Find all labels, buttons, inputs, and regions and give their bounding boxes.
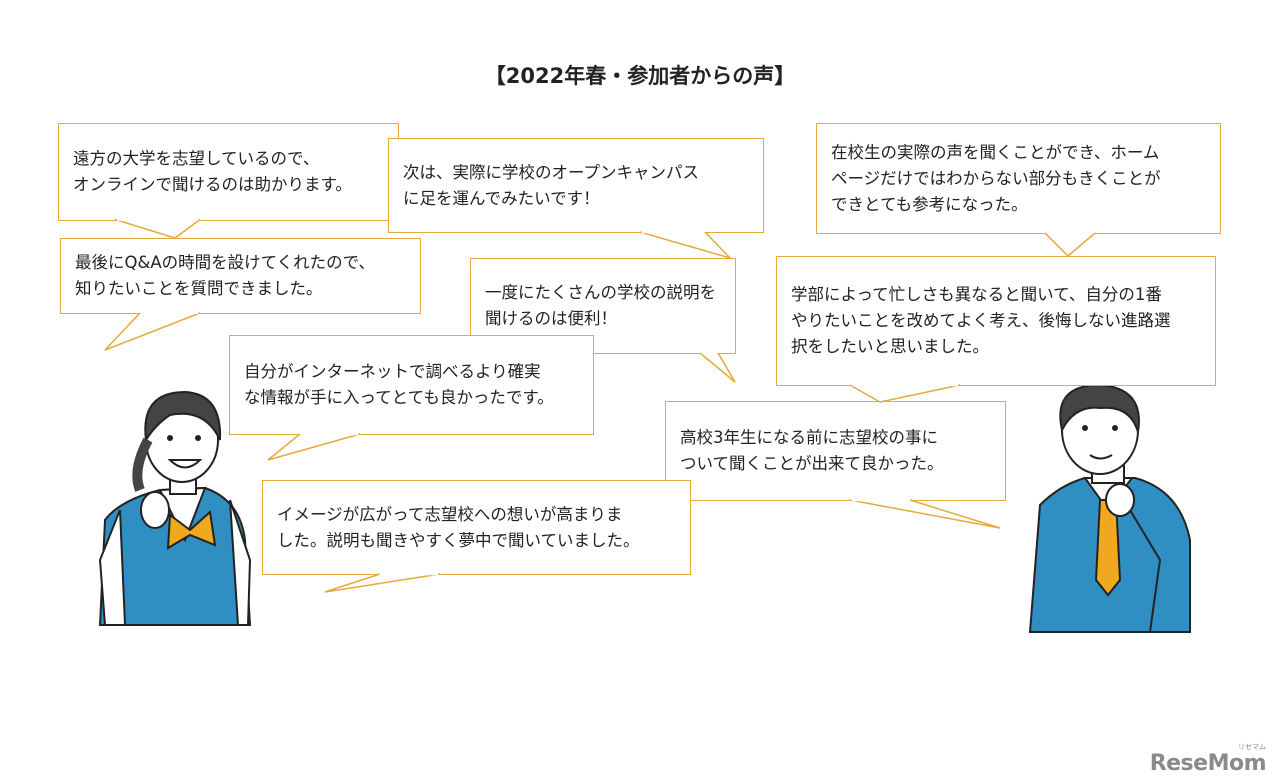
bubble-text-line: 在校生の実際の声を聞くことができ、ホーム xyxy=(831,142,1160,162)
bubble-text-line: できとても参考になった。 xyxy=(831,194,1028,214)
speech-bubble: 次は、実際に学校のオープンキャンパス に足を運んでみたいです！ xyxy=(388,138,764,233)
speech-bubble: 高校3年生になる前に志望校の事に ついて聞くことが出来て良かった。 xyxy=(665,401,1006,501)
bubble-text-line: 遠方の大学を志望しているので、 xyxy=(73,149,320,168)
bubble-text-line: 次は、実際に学校のオープンキャンパス xyxy=(403,162,700,182)
resemom-logo: リセマム ReseMom xyxy=(1149,743,1267,776)
bubble-text-line: 学部によって忙しさも異なると聞いて、自分の1番 xyxy=(791,285,1162,304)
speech-bubble: 自分がインターネットで調べるより確実 な情報が手に入ってとても良かったです。 xyxy=(229,335,594,435)
bubble-text-line: 自分がインターネットで調べるより確実 xyxy=(244,362,541,381)
bubble-text-line: 一度にたくさんの学校の説明を xyxy=(485,283,716,302)
page-title: 【2022年春・参加者からの声】 xyxy=(484,64,796,88)
logo-ruby: リセマム xyxy=(1238,743,1266,751)
speech-bubble: 遠方の大学を志望しているので、 オンラインで聞けるのは助かります。 xyxy=(58,123,399,221)
girl-illustration xyxy=(98,390,252,626)
speech-bubble: 学部によって忙しさも異なると聞いて、自分の1番 やりたいことを改めてよく考え、後… xyxy=(776,256,1216,386)
speech-bubble: 最後にQ&Aの時間を設けてくれたので、 知りたいことを質問できました。 xyxy=(60,238,421,314)
bubble-text-line: な情報が手に入ってとても良かったです。 xyxy=(244,388,554,407)
bubble-text-line: 知りたいことを質問できました。 xyxy=(75,279,323,298)
bubble-text-line: した。説明も聞きやすく夢中で聞いていました。 xyxy=(277,530,640,550)
bubble-text-line: 聞けるのは便利！ xyxy=(485,309,617,328)
bubble-text-line: ページだけではわからない部分もきくことが xyxy=(831,168,1161,188)
bubble-text-line: やりたいことを改めてよく考え、後悔しない進路選 xyxy=(791,311,1171,330)
bubble-text-line: イメージが広がって志望校への想いが高まりま xyxy=(277,504,623,524)
bubble-text-line: 高校3年生になる前に志望校の事に xyxy=(680,428,938,447)
bubble-text-line: ついて聞くことが出来て良かった。 xyxy=(680,454,944,473)
logo-text: ReseMom xyxy=(1149,751,1267,776)
bubble-text-line: 最後にQ&Aの時間を設けてくれたので、 xyxy=(75,253,375,272)
boy-illustration xyxy=(1028,383,1191,633)
speech-bubble: 在校生の実際の声を聞くことができ、ホーム ページだけではわからない部分もきくこと… xyxy=(816,123,1221,234)
bubble-text-line: オンラインで聞けるのは助かります。 xyxy=(73,175,352,194)
bubble-text-line: 択をしたいと思いました。 xyxy=(791,337,989,356)
speech-bubble: イメージが広がって志望校への想いが高まりま した。説明も聞きやすく夢中で聞いてい… xyxy=(262,480,691,575)
bubble-text-line: に足を運んでみたいです！ xyxy=(403,188,600,208)
